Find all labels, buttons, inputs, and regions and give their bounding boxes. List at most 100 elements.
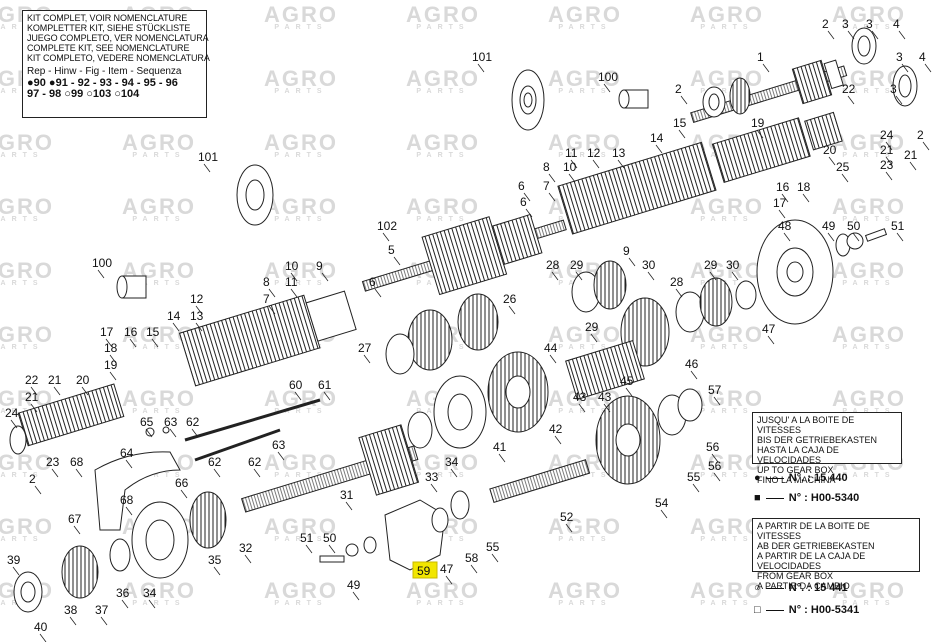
sequence-title: Rep - Hinw - Fig - Item - Sequenza <box>27 66 182 77</box>
kit-line: KIT COMPLET, VOIR NOMENCLATURE <box>27 13 188 23</box>
callout-label: 8 <box>543 160 550 174</box>
callout-label: 24 <box>880 128 894 142</box>
callout-label: 65 <box>140 415 154 429</box>
callout-label: 38 <box>64 603 78 617</box>
highlight-59[interactable]: 59 <box>412 561 438 579</box>
callout-leader <box>713 396 721 406</box>
callout-label: 36 <box>116 586 130 600</box>
callout-leader <box>268 305 276 315</box>
callout-label: 11 <box>285 275 298 289</box>
callout-leader <box>655 144 663 154</box>
callout-label: 64 <box>120 446 134 460</box>
callout-leader <box>885 171 893 181</box>
callout-leader <box>909 161 917 171</box>
callout-leader <box>145 428 153 438</box>
callout-leader <box>81 386 89 396</box>
washer-50 <box>846 232 864 250</box>
ring-47 <box>735 280 757 310</box>
callout-label: 15 <box>146 325 160 339</box>
callout-label: 6 <box>518 179 525 193</box>
callout-label: 3 <box>896 50 903 64</box>
open-circle-icon: ○ <box>754 582 761 594</box>
until-line: UP TO GEAR BOX <box>757 465 834 475</box>
callout-leader <box>203 163 211 173</box>
callout-label: 20 <box>823 143 837 157</box>
kit-line: KIT COMPLETO, VEDERE NOMENCLATURA <box>27 53 210 63</box>
callout-label: 18 <box>797 180 811 194</box>
callout-label: 42 <box>549 422 563 436</box>
callout-label: 44 <box>544 341 558 355</box>
callout-leader <box>885 141 893 151</box>
callout-leader <box>570 159 578 169</box>
callout-leader <box>603 403 611 413</box>
callout-label: 16 <box>124 325 138 339</box>
callout-label: 30 <box>642 258 656 272</box>
callout-leader <box>191 428 199 438</box>
callout-leader <box>802 193 810 203</box>
callout-leader <box>430 483 438 493</box>
gear-27-cluster <box>407 309 453 371</box>
callout-leader <box>305 544 313 554</box>
callout-label: 63 <box>164 415 178 429</box>
callout-label: 102 <box>377 219 397 233</box>
callout-label: 17 <box>100 325 114 339</box>
from-line: A PARTIR DA CAMBIO <box>757 581 850 591</box>
callout-label: 2 <box>29 472 36 486</box>
callout-leader <box>628 257 636 267</box>
callout-label: 34 <box>445 455 459 469</box>
callout-leader <box>294 391 302 401</box>
callout-label: 15 <box>673 116 687 130</box>
callout-leader <box>12 566 20 576</box>
callout-label: 6 <box>520 195 527 209</box>
callout-label: 46 <box>685 357 699 371</box>
callout-leader <box>323 391 331 401</box>
callout-leader <box>213 468 221 478</box>
callout-leader <box>575 271 583 281</box>
sequence-row-1: ●90 ●91 - 92 - 93 - 94 - 95 - 96 <box>27 77 178 89</box>
callout-label: 21 <box>25 390 39 404</box>
callout-leader <box>896 232 904 242</box>
callout-leader <box>554 435 562 445</box>
callout-label: 28 <box>546 258 560 272</box>
callout-leader <box>828 156 836 166</box>
callout-label: 30 <box>726 258 740 272</box>
yoke-59 <box>384 499 446 571</box>
callout-label: 5 <box>388 243 395 257</box>
callout-leader <box>783 232 791 242</box>
shift-fork-67 <box>94 451 181 531</box>
callout-label: 9 <box>623 244 630 258</box>
shaft-5 <box>361 213 567 296</box>
callout-label: 3 <box>866 17 873 31</box>
synchro-pack-upper <box>557 111 843 235</box>
from-serial-text: N°. : 15 441 <box>788 582 848 594</box>
callout-label: 8 <box>263 275 270 289</box>
filled-square-icon: ■ <box>754 492 761 504</box>
callout-label: 43 <box>598 390 612 404</box>
callout-leader <box>756 129 764 139</box>
callout-leader <box>75 468 83 478</box>
callout-label: 100 <box>598 70 618 84</box>
kit-line: KOMPLETTER KIT, SIEHE STÜCKLISTE <box>27 23 191 33</box>
sequence-row-2: 97 - 98 ○99 ○103 ○104 <box>27 88 140 100</box>
bushing-100-left <box>116 275 147 299</box>
callout-label: 35 <box>208 553 222 567</box>
callout-leader <box>69 616 77 626</box>
until-line: FINO LA MACHINA <box>757 475 836 485</box>
disc-101-top <box>511 69 545 131</box>
callout-label: 10 <box>563 160 577 174</box>
callout-leader <box>565 523 573 533</box>
callout-leader <box>847 95 855 105</box>
callout-label: 62 <box>186 415 200 429</box>
until-serial-text: N°. : 15 440 <box>788 472 848 484</box>
callout-leader <box>10 419 18 429</box>
ring-47b <box>431 507 449 533</box>
open-square-icon: □ <box>754 604 761 616</box>
callout-label: 67 <box>68 512 82 526</box>
callout-leader <box>498 453 506 463</box>
callout-label: 4 <box>919 50 926 64</box>
callout-label: 29 <box>585 320 599 334</box>
bearing-56 <box>677 388 703 422</box>
callout-label: 58 <box>465 551 479 565</box>
callout-leader <box>180 489 188 499</box>
